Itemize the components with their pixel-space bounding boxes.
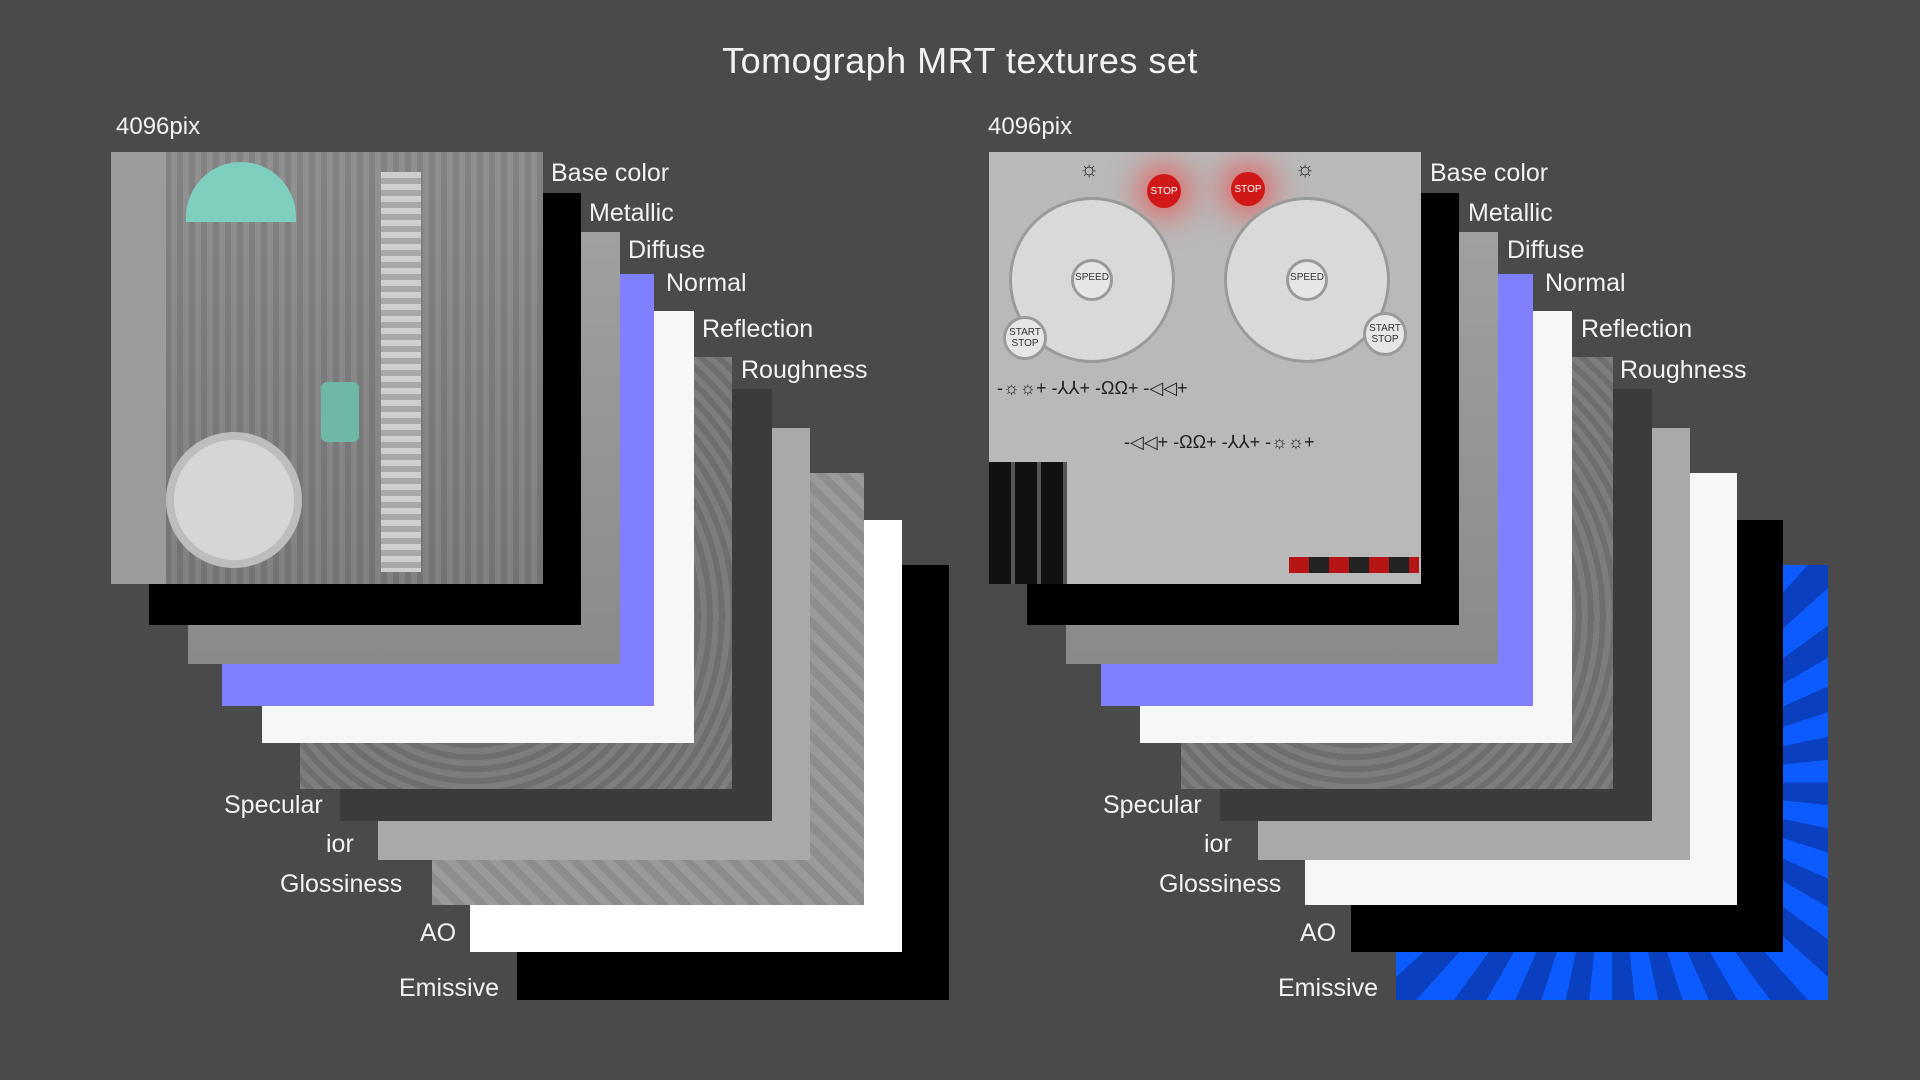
right-base-color-layer: STOP STOP SPEED SPEED START STOP START S… [989, 152, 1421, 584]
left-label-ao: AO [420, 919, 457, 947]
left-label-normal: Normal [666, 269, 747, 297]
right-label-base-color: Base color [1430, 159, 1549, 187]
start-stop-knob-right [1363, 312, 1407, 356]
left-label-ior: ior [326, 830, 354, 858]
start-stop-label-right: START STOP [1369, 323, 1401, 345]
right-label-ior: ior [1204, 830, 1232, 858]
speed-label-left: SPEED [1075, 272, 1109, 283]
sun-icon-2: ☼ [1295, 156, 1316, 181]
right-label-diffuse: Diffuse [1507, 236, 1585, 264]
speed-knob-left [1071, 259, 1113, 301]
stop-button-graphic-2: STOP [1231, 172, 1265, 206]
start-stop-label-left: START STOP [1009, 327, 1041, 349]
dial-right [1224, 197, 1390, 363]
right-label-glossiness: Glossiness [1159, 870, 1282, 898]
left-label-base-color: Base color [551, 159, 670, 187]
speed-knob-right [1286, 259, 1328, 301]
right-label-emissive: Emissive [1278, 974, 1379, 1002]
left-label-reflection: Reflection [702, 315, 814, 343]
left-label-specular: Specular [224, 791, 323, 819]
right-label-ao: AO [1300, 919, 1337, 947]
right-label-reflection: Reflection [1581, 315, 1693, 343]
start-stop-knob-left [1003, 316, 1047, 360]
button-grid [989, 462, 1067, 584]
right-label-metallic: Metallic [1468, 199, 1553, 227]
speed-label-right: SPEED [1290, 272, 1324, 283]
left-ribbed-column [381, 172, 421, 572]
control-strip-icons: -☼☼+ -⅄⅄+ -ΩΩ+ -◁◁+ [997, 378, 1188, 398]
stop-button-graphic-1: STOP [1147, 174, 1181, 208]
left-label-metallic: Metallic [589, 199, 674, 227]
right-label-roughness: Roughness [1620, 356, 1747, 384]
left-label-emissive: Emissive [399, 974, 500, 1002]
right-label-normal: Normal [1545, 269, 1626, 297]
left-resolution-label: 4096pix [116, 113, 201, 140]
left-disc [166, 432, 302, 568]
left-teal-piece [321, 382, 359, 442]
left-label-glossiness: Glossiness [280, 870, 403, 898]
sun-icon: ☼ [1079, 156, 1100, 181]
right-label-specular: Specular [1103, 791, 1202, 819]
page-title: Tomograph MRT textures set [722, 40, 1198, 81]
control-strip-icons-2: -◁◁+ -ΩΩ+ -⅄⅄+ -☼☼+ [1124, 432, 1315, 452]
left-base-color-layer [111, 152, 543, 584]
right-resolution-label: 4096pix [988, 113, 1073, 140]
left-label-roughness: Roughness [741, 356, 868, 384]
red-strip [1289, 557, 1419, 573]
left-label-diffuse: Diffuse [628, 236, 706, 264]
left-strip [111, 152, 166, 584]
